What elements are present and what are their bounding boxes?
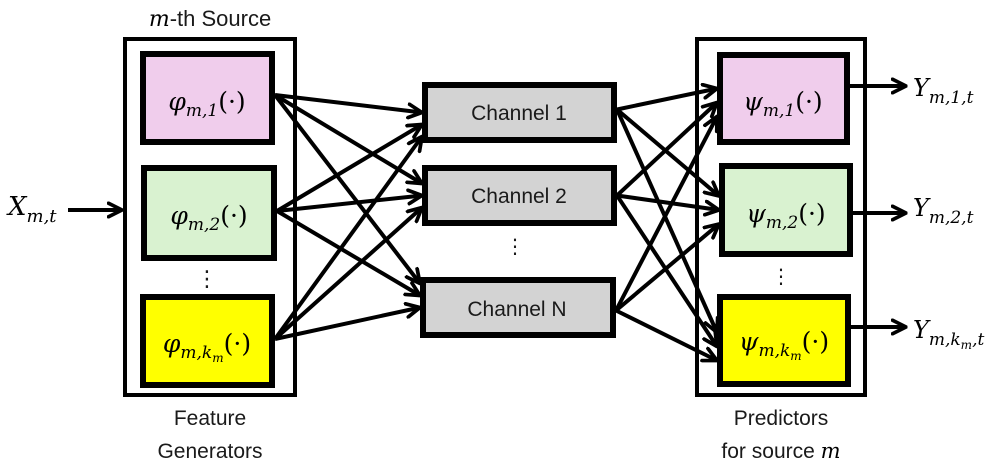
channel-to-predictor-edge xyxy=(614,117,717,312)
output-2-label: Ym,2,t xyxy=(913,194,974,228)
predictor-box[interactable]: ψm,km(·) xyxy=(717,294,851,387)
source-caption-line-1: Feature xyxy=(174,407,246,430)
channel-to-predictor-edge xyxy=(615,108,717,333)
predictor-box[interactable]: ψm,1(·) xyxy=(717,52,850,145)
generator-box[interactable]: φm,1(·) xyxy=(140,51,275,145)
channels: Channel 1 Channel 2 ⋮ Channel N xyxy=(420,82,617,338)
channel-1-rect[interactable] xyxy=(422,82,617,143)
source-group: m-th Source φm,1(·) φm,2(·) ⋮ φm,km(·) F… xyxy=(123,6,297,463)
source-caption-line-2: Generators xyxy=(157,440,262,463)
predictor-2-label: ψm,2(·) xyxy=(746,199,825,233)
channel-1-label: Channel 1 xyxy=(471,102,567,125)
channel-to-predictor-edge xyxy=(616,193,719,211)
channel-to-predictor-edge xyxy=(616,89,717,112)
generator-box[interactable]: φm,km(·) xyxy=(140,294,275,388)
output-k-label: Ym,km,t xyxy=(913,316,984,352)
predictor-1-rect[interactable] xyxy=(717,52,850,145)
channel-2-rect[interactable] xyxy=(422,165,617,226)
generator-k-rect[interactable] xyxy=(140,294,275,388)
source-index-symbol: m xyxy=(149,7,170,32)
channel-to-predictor-edge xyxy=(615,194,717,347)
source-title-text: -th Source xyxy=(170,6,272,31)
predictor-k-label: ψm,km(·) xyxy=(739,327,829,363)
predictor-caption-line-2: for source m xyxy=(721,439,840,463)
channel-to-predictor-edge xyxy=(615,308,717,361)
connection-edges xyxy=(68,86,906,361)
channel-2-label: Channel 2 xyxy=(471,185,567,208)
channel-n-rect[interactable] xyxy=(420,277,616,338)
channel-box[interactable]: Channel 2 xyxy=(422,165,617,226)
predictor-ellipsis: ⋮ xyxy=(771,266,791,288)
channel-to-predictor-edge xyxy=(615,107,719,197)
generator-box[interactable]: φm,2(·) xyxy=(141,165,277,261)
predictor-box[interactable]: ψm,2(·) xyxy=(719,163,853,257)
source-group-frame xyxy=(123,37,297,397)
generator-2-rect[interactable] xyxy=(141,165,277,261)
predictor-1-label: ψm,1(·) xyxy=(743,87,822,121)
generator-to-channel-edge xyxy=(274,93,422,113)
generator-1-rect[interactable] xyxy=(140,51,275,145)
predictor-group-frame xyxy=(695,37,867,397)
output-1-label: Ym,1,t xyxy=(913,74,974,108)
channel-to-predictor-edge xyxy=(614,224,719,313)
channel-to-predictor-edge xyxy=(615,103,717,197)
generator-to-channel-edge xyxy=(273,208,422,341)
predictor-2-rect[interactable] xyxy=(719,163,853,257)
source-group-title: m-th Source xyxy=(149,6,271,32)
generator-to-channel-edge xyxy=(276,196,422,213)
channel-n-label: Channel N xyxy=(467,298,566,321)
generator-ellipsis: ⋮ xyxy=(196,266,218,291)
generator-to-channel-edge xyxy=(273,93,420,284)
channel-ellipsis: ⋮ xyxy=(505,236,525,258)
input-label: Xm,t xyxy=(6,192,57,227)
outputs: Ym,1,t Ym,2,t Ym,km,t xyxy=(913,74,984,352)
channel-box[interactable]: Channel 1 xyxy=(422,82,617,143)
generator-1-label: φm,1(·) xyxy=(168,87,245,121)
generator-to-channel-edge xyxy=(274,308,420,341)
input-signal: Xm,t xyxy=(6,192,57,227)
predictor-caption-line-1: Predictors xyxy=(734,407,829,430)
predictor-k-rect[interactable] xyxy=(717,294,851,387)
generator-2-label: φm,2(·) xyxy=(170,201,247,235)
generator-to-channel-edge xyxy=(275,125,422,213)
generator-to-channel-edge xyxy=(273,137,422,341)
generator-k-label: φm,km(·) xyxy=(163,329,251,365)
generator-to-channel-edge xyxy=(275,209,420,296)
predictor-group: ψm,1(·) ψm,2(·) ⋮ ψm,km(·) Predictors fo… xyxy=(695,37,867,463)
channel-box[interactable]: Channel N xyxy=(420,277,616,338)
